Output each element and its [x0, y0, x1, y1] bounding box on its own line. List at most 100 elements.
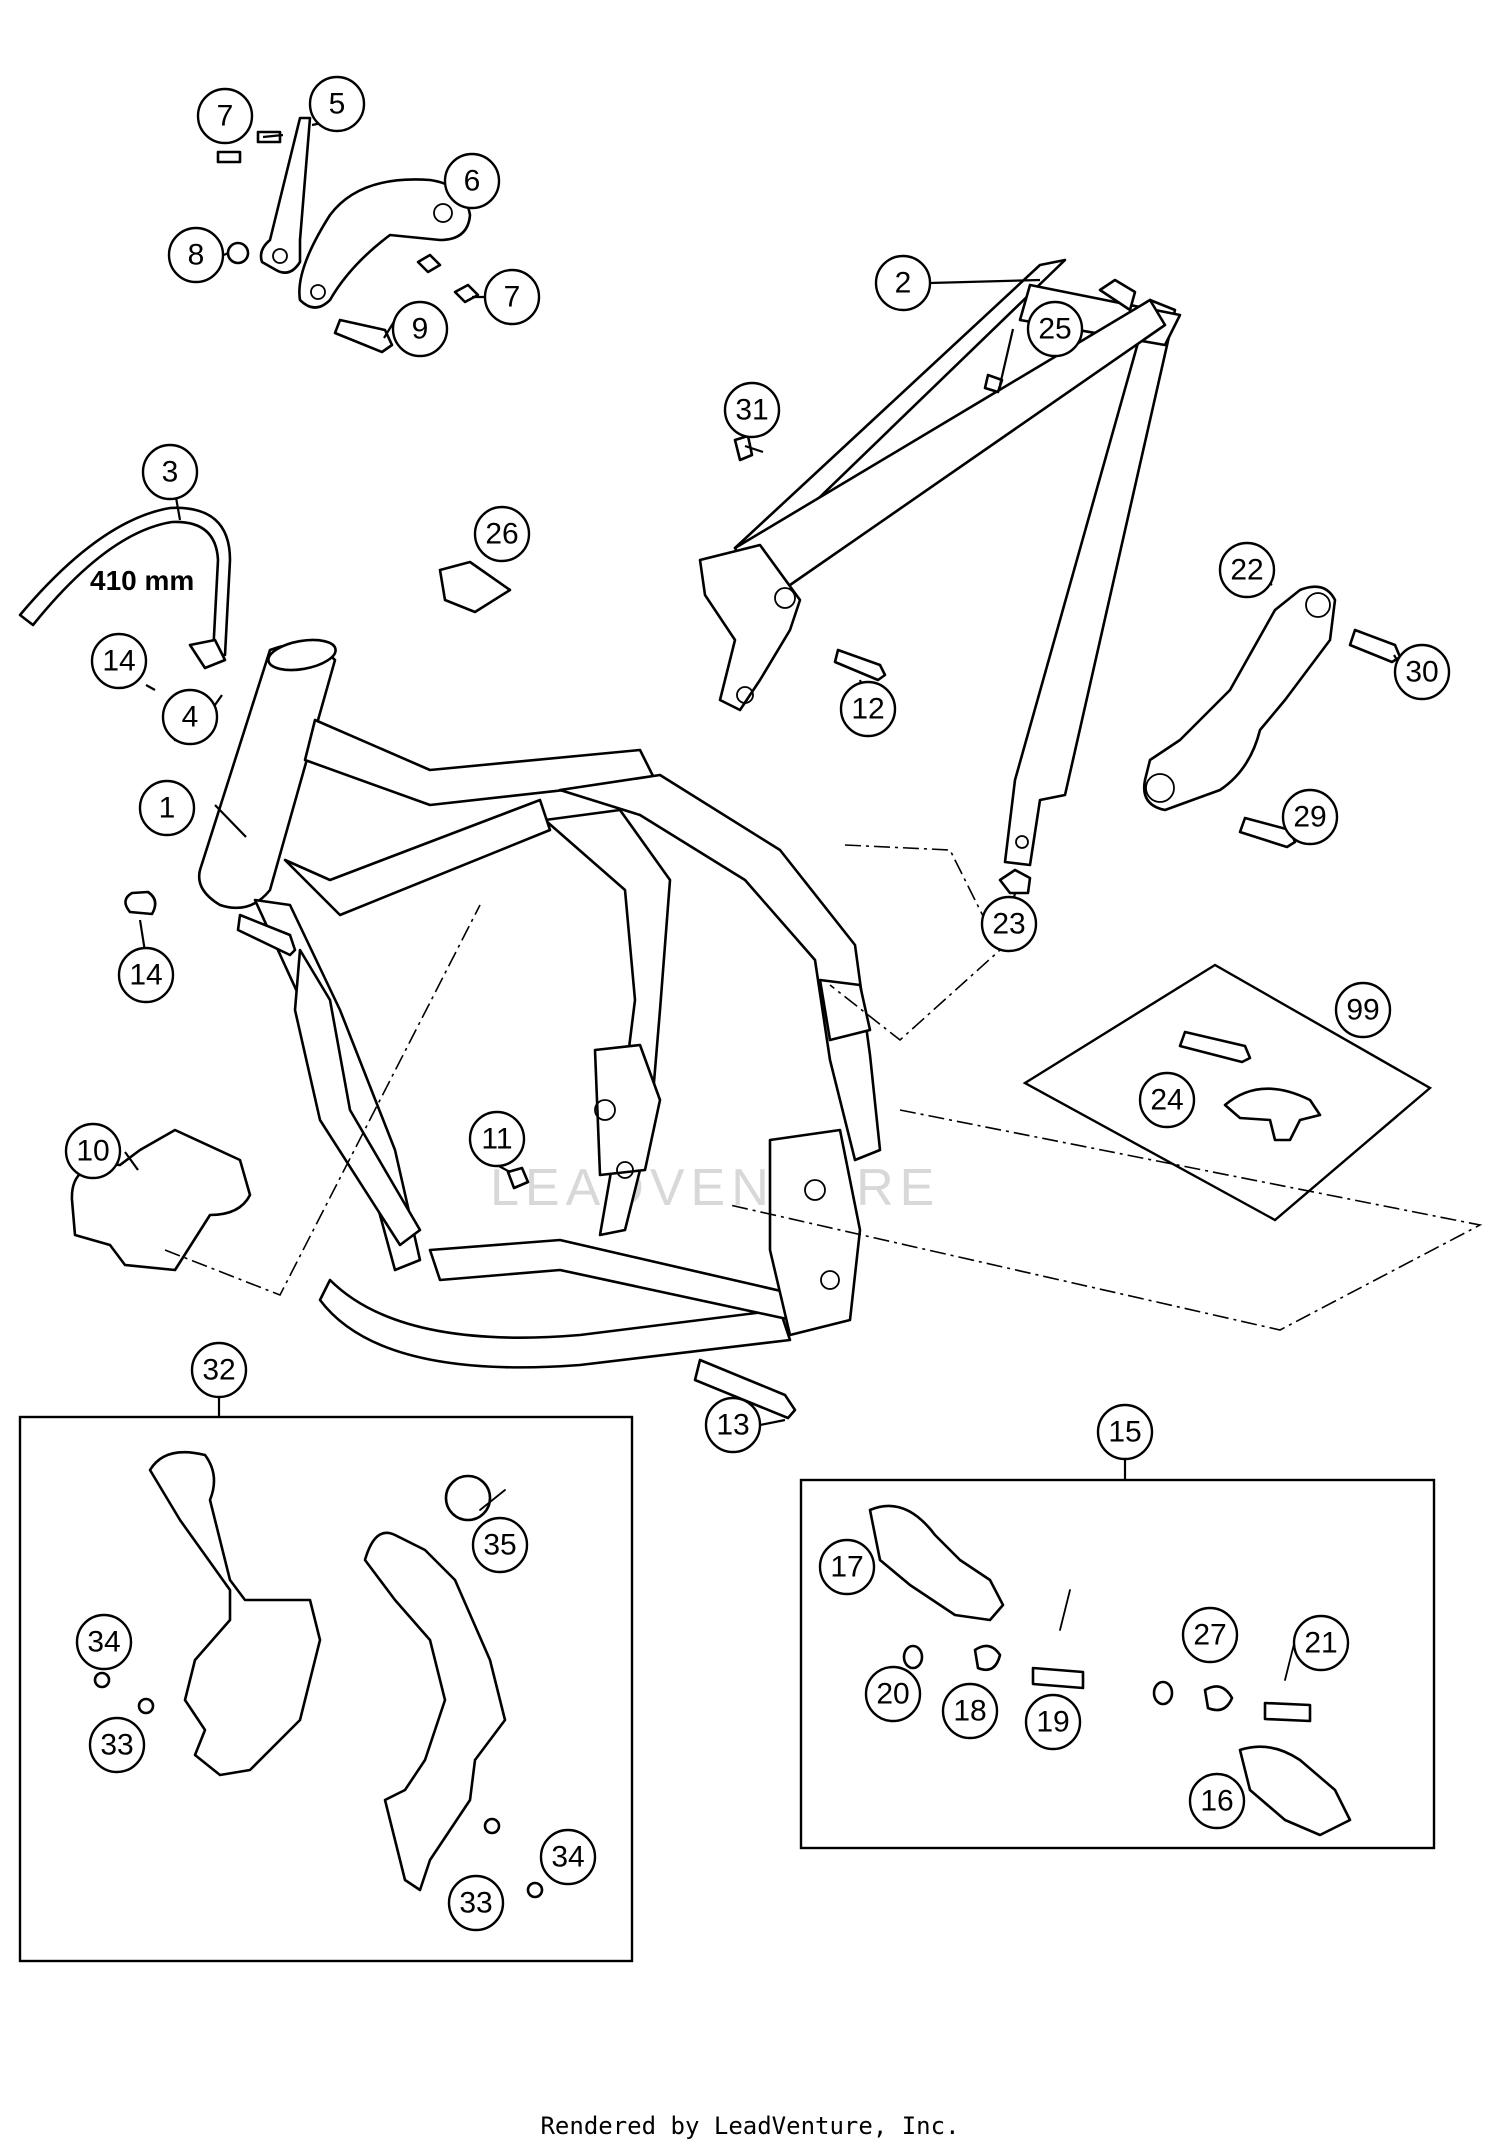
nut-11: [506, 1166, 530, 1190]
swingarm-pivot-plate: [768, 1128, 862, 1337]
shock-mount: [818, 978, 872, 1042]
guide-skid-plate: [164, 904, 481, 1297]
nut-7-a: [416, 253, 442, 274]
bolt-25: [983, 373, 1004, 394]
watermark: LEADVENTURE: [490, 1159, 940, 1217]
main-frame: [124, 638, 882, 1420]
callout-35: 35: [471, 1516, 529, 1574]
svg-text:14: 14: [102, 645, 135, 678]
footpeg-kit: [799, 1478, 1436, 1850]
svg-text:34: 34: [87, 1626, 120, 1659]
engine-brace-6: [298, 178, 472, 309]
bolt-30: [1348, 628, 1402, 664]
svg-text:3: 3: [162, 456, 179, 489]
pin-27: [1263, 1701, 1312, 1723]
footpeg-17: [868, 1504, 1005, 1622]
svg-text:19: 19: [1036, 1706, 1069, 1739]
engine-brace-5: [259, 116, 312, 274]
callout-34-left: 34: [75, 1613, 133, 1671]
washer-20: [902, 1644, 924, 1670]
callout-18: 18: [941, 1682, 999, 1740]
callout-5: 5: [308, 75, 366, 133]
svg-text:12: 12: [851, 693, 884, 726]
svg-text:26: 26: [485, 518, 518, 551]
washer-27-side: [1152, 1680, 1174, 1706]
callout-7-upper: 7: [196, 87, 254, 145]
kit-32-box: [18, 1415, 634, 1963]
svg-text:24: 24: [1150, 1084, 1183, 1117]
callout-31: 31: [723, 381, 781, 439]
svg-text:21: 21: [1304, 1627, 1337, 1660]
svg-text:18: 18: [953, 1695, 986, 1728]
svg-text:8: 8: [188, 239, 205, 272]
callout-6: 6: [443, 152, 501, 210]
callout-19: 19: [1024, 1693, 1082, 1751]
callout-29: 29: [1281, 788, 1339, 846]
svg-text:33: 33: [459, 1887, 492, 1920]
svg-text:2: 2: [895, 267, 912, 300]
callout-16: 16: [1188, 1772, 1246, 1830]
svg-text:1: 1: [159, 792, 176, 825]
frame-pin: [236, 913, 297, 957]
bolt-23: [998, 868, 1032, 895]
callout-24: 24: [1138, 1071, 1196, 1129]
callout-33-left: 33: [88, 1716, 146, 1774]
svg-text:10: 10: [76, 1135, 109, 1168]
hose-3: [18, 506, 232, 657]
callout-20: 20: [864, 1665, 922, 1723]
render-credit: Rendered by LeadVenture, Inc.: [540, 2112, 960, 2140]
svg-text:25: 25: [1038, 313, 1071, 346]
svg-text:35: 35: [483, 1529, 516, 1562]
callout-33-right: 33: [447, 1874, 505, 1932]
callout-2: 2: [874, 254, 932, 312]
bolt-29: [1238, 816, 1297, 849]
svg-text:7: 7: [217, 100, 234, 133]
svg-text:13: 13: [716, 1409, 749, 1442]
brace-tube: [283, 798, 552, 917]
cradle-crossmember: [428, 1238, 822, 1327]
callout-9: 9: [391, 300, 449, 358]
cable-tie-35: [444, 1474, 492, 1522]
callout-32: 32: [190, 1341, 248, 1399]
washer-33-right: [483, 1817, 501, 1835]
svg-text:6: 6: [464, 165, 481, 198]
callout-3: 3: [141, 443, 199, 501]
cotter-pin-upper: [1059, 1589, 1071, 1631]
svg-text:23: 23: [992, 908, 1025, 941]
head-tube: [197, 643, 337, 910]
callout-15: 15: [1096, 1403, 1154, 1461]
side-stand-bracket-22: [1142, 585, 1337, 812]
svg-text:14: 14: [129, 959, 162, 992]
svg-text:20: 20: [876, 1678, 909, 1711]
callout-23: 23: [980, 895, 1038, 953]
callout-1: 1: [138, 779, 196, 837]
bolt-12: [833, 648, 887, 682]
svg-text:22: 22: [1230, 554, 1263, 587]
chain-slider-kit: [1022, 963, 1433, 1222]
svg-text:30: 30: [1405, 656, 1438, 689]
nut-7-b: [453, 283, 480, 304]
callout-21: 21: [1292, 1614, 1350, 1672]
callout-25: 25: [1026, 300, 1084, 358]
svg-text:17: 17: [830, 1551, 863, 1584]
screw-34-right: [526, 1881, 544, 1899]
clip-14-lower: [124, 890, 157, 916]
callout-34-right: 34: [539, 1828, 597, 1886]
footpeg-16: [1238, 1745, 1352, 1837]
svg-text:99: 99: [1346, 994, 1379, 1027]
callout-10: 10: [64, 1122, 122, 1180]
bolt-13: [693, 1358, 797, 1420]
svg-text:31: 31: [735, 394, 768, 427]
subframe-mount: [698, 543, 802, 712]
callout-30: 30: [1393, 643, 1451, 701]
svg-text:33: 33: [100, 1729, 133, 1762]
bolt-24: [1178, 1030, 1252, 1064]
callout-7-lower: 7: [483, 268, 541, 326]
breather-hose: 410 mm: [18, 506, 232, 657]
pin-19: [1031, 1666, 1085, 1690]
subframe-rear-rail: [1003, 298, 1177, 867]
callout-14-upper: 14: [90, 632, 148, 690]
guide-kit-99: [729, 1109, 1483, 1331]
chain-slider: [1223, 1087, 1322, 1142]
